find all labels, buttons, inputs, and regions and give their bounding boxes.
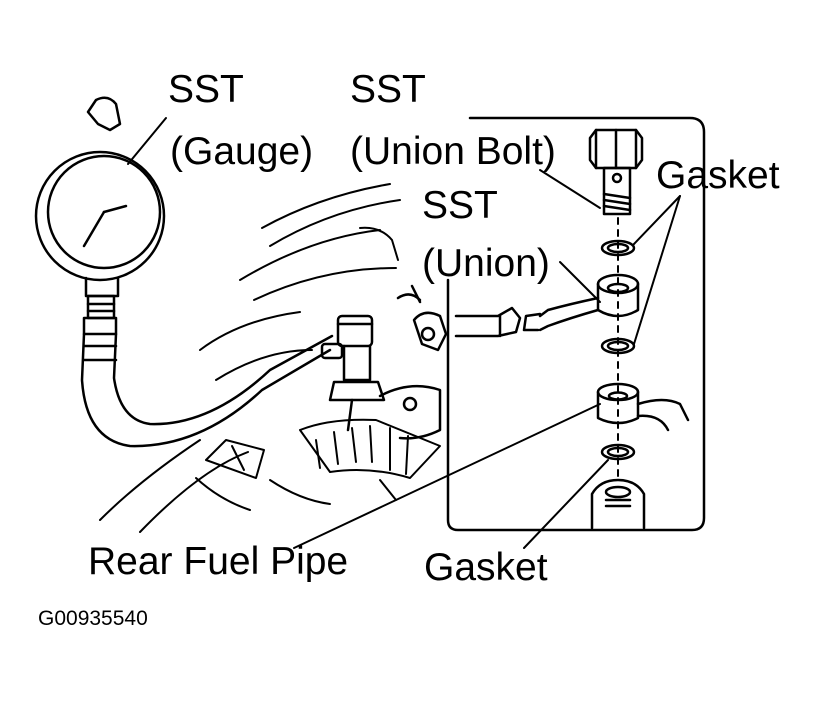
label-sst-gauge-line1: SST [168, 68, 244, 111]
engine-outline [99, 183, 441, 533]
fuel-hose [80, 332, 334, 448]
leader-lines [127, 117, 681, 549]
gauge-icon [34, 96, 166, 336]
inset-frame [446, 116, 706, 532]
figure-id: G00935540 [38, 607, 148, 630]
label-sst-union-line1: SST [422, 184, 498, 227]
hose-to-union [454, 306, 522, 338]
threaded-port-icon [590, 478, 646, 530]
union-bolt-icon [588, 128, 644, 216]
pipe-fitting-icon [596, 382, 690, 432]
label-sst-union-bolt-line1: SST [350, 68, 426, 111]
label-gasket-top: Gasket [656, 154, 780, 197]
label-rear-fuel-pipe: Rear Fuel Pipe [88, 540, 349, 583]
fuel-filter-fitting [320, 284, 448, 440]
label-sst-union-bolt-line2: (Union Bolt) [350, 130, 556, 173]
label-gasket-bottom: Gasket [424, 546, 548, 589]
label-sst-union-line2: (Union) [422, 242, 550, 285]
label-sst-gauge-line2: (Gauge) [170, 130, 314, 173]
